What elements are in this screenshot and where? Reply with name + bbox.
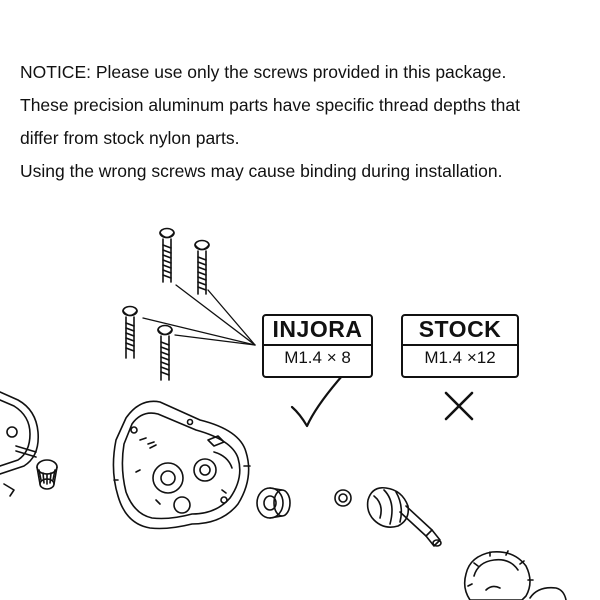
notice-line-3: differ from stock nylon parts. xyxy=(20,128,240,148)
cross-icon xyxy=(444,391,474,421)
worm-gear xyxy=(366,486,442,547)
motor xyxy=(0,391,40,497)
gearbox-housing xyxy=(112,400,251,530)
notice-line-4: Using the wrong screws may cause binding… xyxy=(20,161,503,181)
pinion-gear xyxy=(36,459,58,490)
injora-brand: INJORA xyxy=(272,316,363,342)
notice-line-1: NOTICE: Please use only the screws provi… xyxy=(20,62,507,82)
screw-1 xyxy=(159,227,175,283)
screw-2 xyxy=(194,239,210,295)
stock-brand: STOCK xyxy=(418,316,502,342)
stock-screw-size: M1.4 ×12 xyxy=(424,348,496,367)
screw-3 xyxy=(122,305,138,359)
injora-screw-label: INJORA M1.4 × 8 xyxy=(262,314,373,378)
injora-divider xyxy=(264,344,371,346)
screw-4 xyxy=(157,324,173,381)
check-icon xyxy=(290,374,344,428)
stock-screw-label: STOCK M1.4 ×12 xyxy=(401,314,519,378)
injora-screw-size: M1.4 × 8 xyxy=(284,348,351,367)
bearing xyxy=(256,487,291,519)
spur-gear xyxy=(463,550,567,600)
washer xyxy=(334,489,352,507)
stock-divider xyxy=(403,344,517,346)
notice-line-2: These precision aluminum parts have spec… xyxy=(20,95,520,115)
notice-text: NOTICE: Please use only the screws provi… xyxy=(20,56,590,188)
leader-lines xyxy=(142,284,256,346)
